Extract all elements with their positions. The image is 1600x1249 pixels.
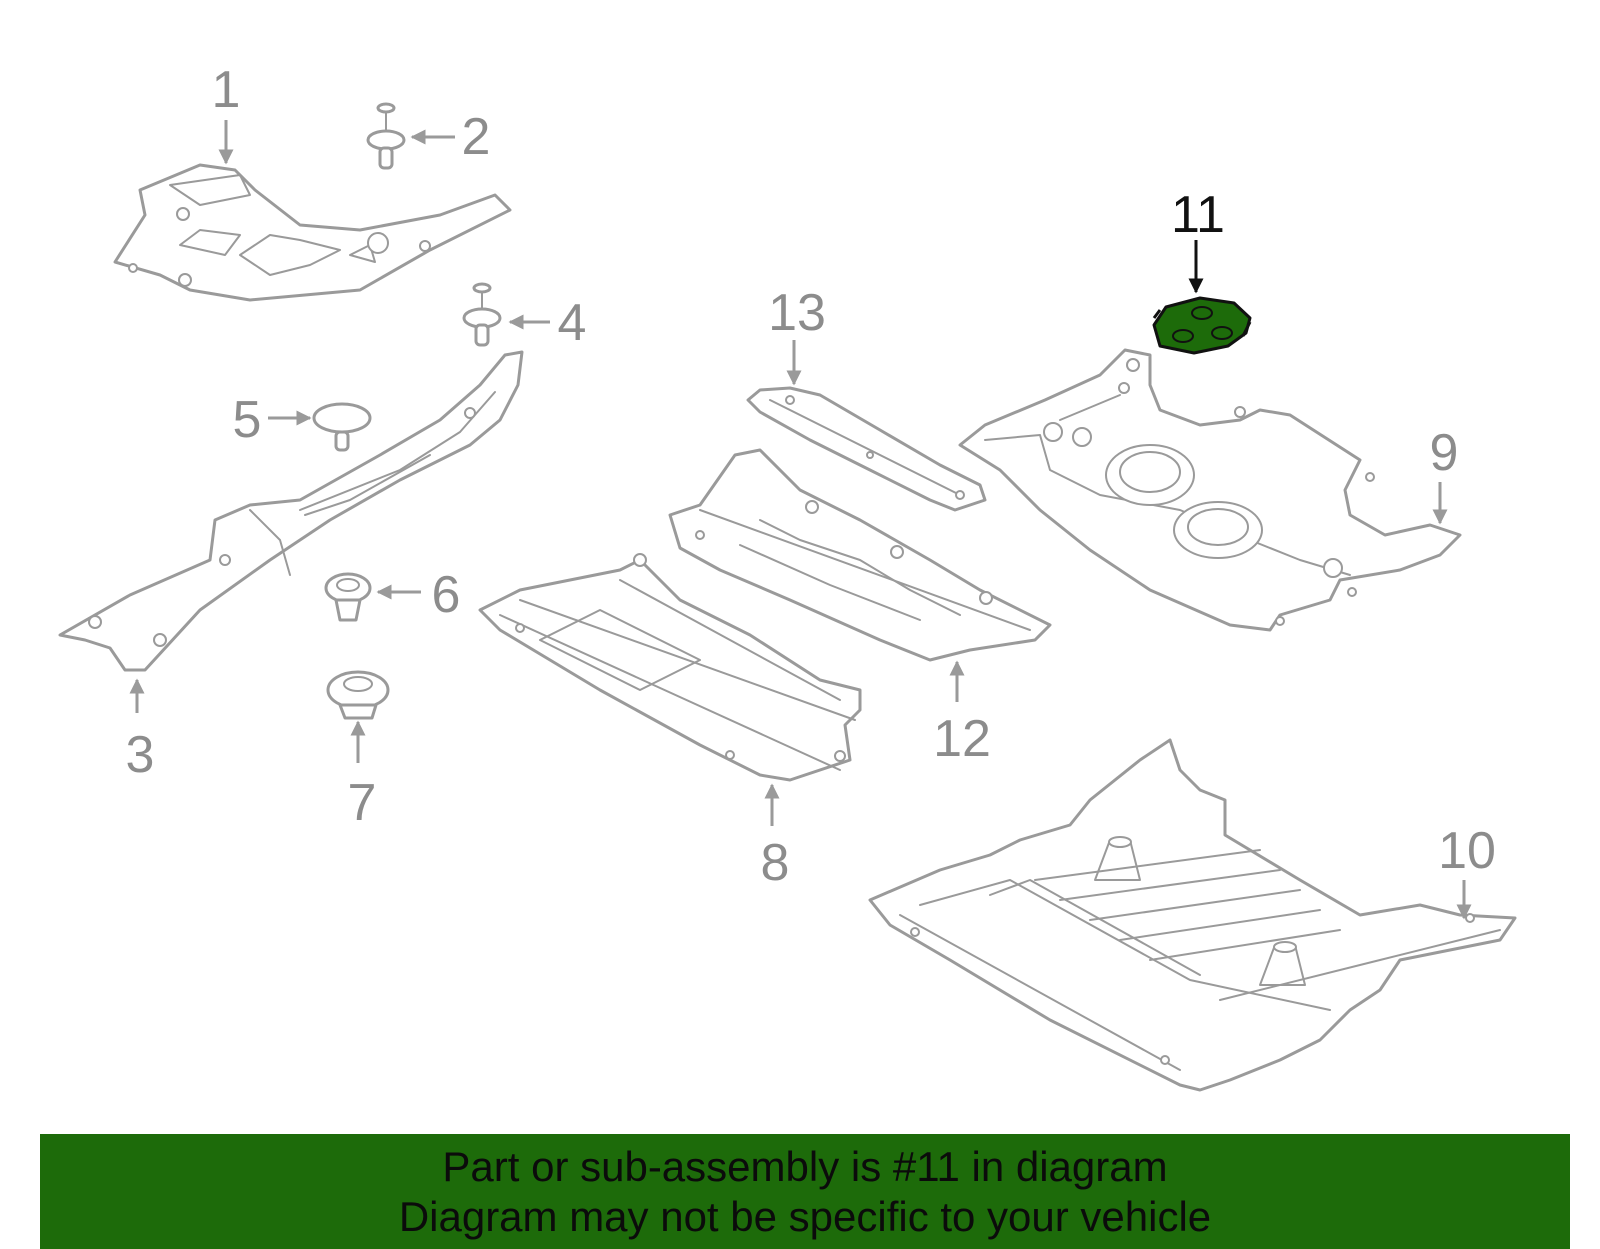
callouts: 1 2 3 4 5 6 7 8 9 10 11 12 13 [126, 61, 1496, 892]
part-1-front-shield[interactable] [113, 163, 512, 302]
callout-1: 1 [212, 61, 241, 119]
part-5-cap[interactable] [312, 402, 372, 452]
part-10-rear-underbody[interactable] [868, 738, 1517, 1092]
callout-8: 8 [761, 834, 790, 892]
banner-line-2: Diagram may not be specific to your vehi… [398, 1193, 1212, 1240]
part-9-rear-shield[interactable] [958, 348, 1462, 632]
callout-11: 11 [1171, 186, 1225, 244]
part-2-push-rivet[interactable] [366, 102, 406, 170]
part-4-push-rivet[interactable] [462, 282, 502, 347]
part-11-cover[interactable] [1152, 296, 1252, 355]
part-13-strip[interactable] [746, 386, 987, 512]
part-7-clip[interactable] [326, 670, 390, 720]
callout-12: 12 [933, 710, 991, 768]
leader-lines [129, 120, 1472, 920]
callout-4: 4 [558, 294, 587, 352]
part-3-side-panel[interactable] [58, 350, 524, 672]
callout-7: 7 [348, 774, 377, 832]
callout-9: 9 [1430, 424, 1459, 482]
callout-5: 5 [233, 391, 262, 449]
callout-13: 13 [768, 284, 826, 342]
callout-6: 6 [432, 566, 461, 624]
part-12-panel[interactable] [668, 448, 1052, 662]
part-8-center-panel[interactable] [478, 553, 862, 782]
callout-10: 10 [1438, 822, 1496, 880]
callout-3: 3 [126, 726, 155, 784]
banner-line-1: Part or sub-assembly is #11 in diagram [442, 1143, 1168, 1190]
callout-2: 2 [462, 108, 491, 166]
part-6-clip[interactable] [324, 572, 372, 622]
info-banner: Part or sub-assembly is #11 in diagram D… [40, 1134, 1570, 1249]
